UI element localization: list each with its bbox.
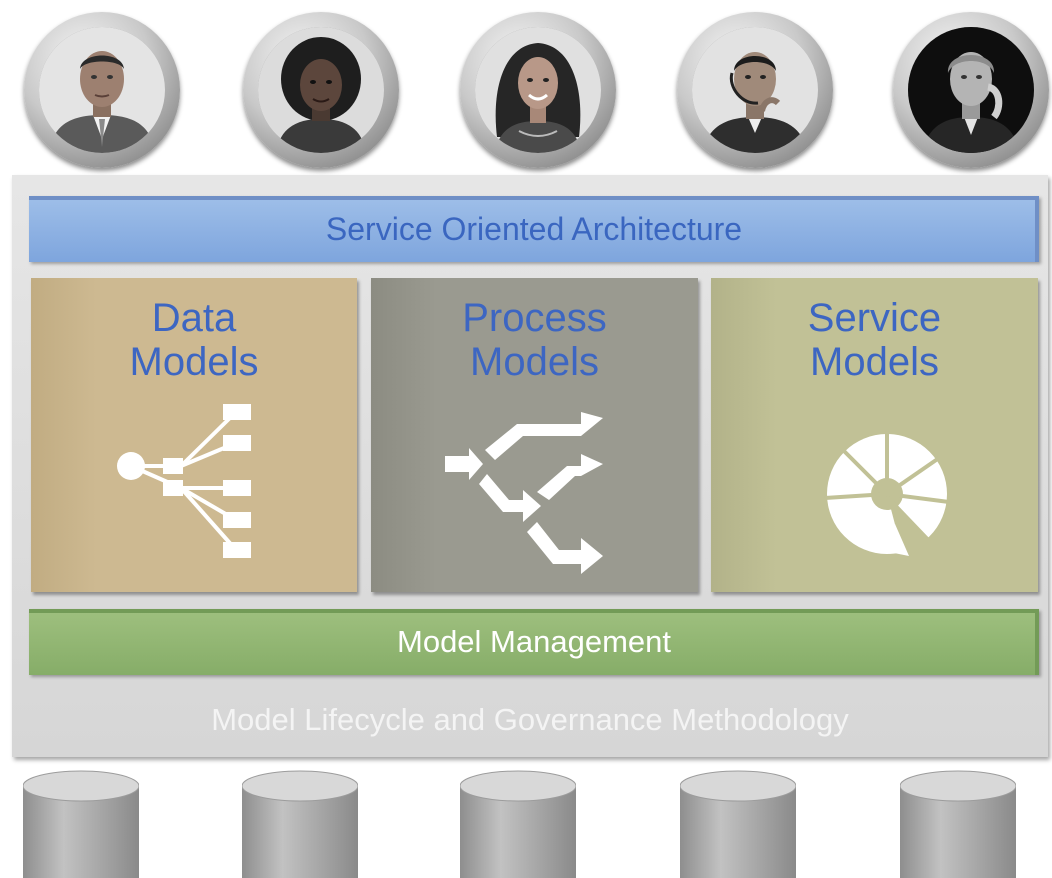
- person-photo-1: [39, 27, 165, 153]
- person-avatar-1: [24, 12, 180, 168]
- database-icon: [242, 770, 358, 878]
- branching-arrows-icon: [445, 412, 603, 574]
- person-photo-4: [692, 27, 818, 153]
- model-management-label: Model Management: [397, 624, 671, 659]
- person-avatar-2: [243, 12, 399, 168]
- person-photo-3: [475, 27, 601, 153]
- person-avatar-3: [460, 12, 616, 168]
- database-icon: [680, 770, 796, 878]
- service-models-title: Service Models: [807, 296, 942, 384]
- circular-cycle-icon: [824, 430, 950, 558]
- soa-bar-label: Service Oriented Architecture: [325, 210, 743, 247]
- process-models-title: Process Models: [462, 296, 607, 384]
- person-photo-5: [908, 27, 1034, 153]
- person-photo-2: [258, 27, 384, 153]
- person-avatar-4: [677, 12, 833, 168]
- data-models-title: Data Models: [129, 296, 259, 384]
- database-icon: [23, 770, 139, 878]
- database-4: [680, 770, 796, 878]
- database-icon: [460, 770, 576, 878]
- soa-bar: Service Oriented Architecture: [29, 196, 1039, 262]
- database-3: [460, 770, 576, 878]
- database-5: [900, 770, 1016, 878]
- tree-hierarchy-icon: [117, 404, 251, 558]
- model-management-bar: Model Management: [29, 609, 1039, 675]
- database-1: [23, 770, 139, 878]
- database-2: [242, 770, 358, 878]
- process-models-card: Process Models: [371, 278, 698, 592]
- methodology-band: Model Lifecycle and Governance Methodolo…: [12, 692, 1048, 748]
- data-models-card: Data Models: [31, 278, 357, 592]
- person-avatar-5: [893, 12, 1049, 168]
- service-models-card: Service Models: [711, 278, 1038, 592]
- methodology-label: Model Lifecycle and Governance Methodolo…: [211, 702, 849, 737]
- database-icon: [900, 770, 1016, 878]
